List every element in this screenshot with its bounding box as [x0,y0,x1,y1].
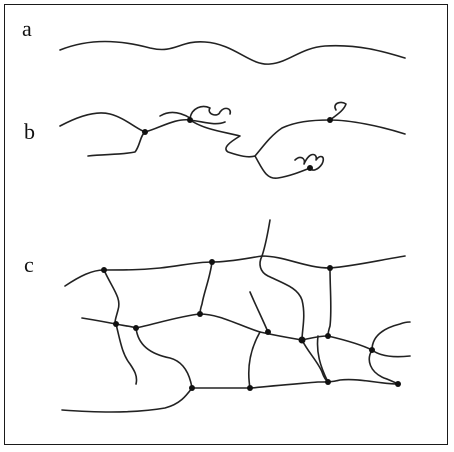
crosslink-node [247,385,253,391]
branched-chain-1 [60,113,225,132]
crosslink-node [395,381,401,387]
crosslink-node [189,385,195,391]
network-chain-v9 [328,268,331,336]
panel-a-chains [60,42,405,65]
linear-chain [60,42,405,65]
network-chain-v4 [200,262,212,314]
network-chain-v8 [249,332,260,388]
branched-chain-4 [190,120,310,178]
crosslink-node [299,337,306,344]
panel-b-chains [60,102,405,178]
crosslink-node [325,379,331,385]
crosslink-node [327,117,333,123]
crosslink-node [197,311,203,317]
crosslink-node [327,265,333,271]
crosslink-node [187,117,193,123]
crosslink-node [113,321,119,327]
network-chain-v1 [104,270,119,324]
branched-chain-6 [330,102,346,120]
network-chain-v5 [262,220,270,256]
panel-c-network [62,220,410,412]
network-chain-middle [82,314,410,357]
network-chain-v2 [116,324,137,384]
crosslink-node [325,333,331,339]
network-chain-bottom [62,380,398,412]
crosslink-node [265,329,271,335]
network-chain-v10 [302,340,328,382]
network-chain-top [65,256,405,286]
crosslink-node [101,267,107,273]
crosslink-node [142,129,148,135]
network-chain-v7 [250,292,268,332]
crosslink-node [369,347,375,353]
network-chain-v3 [136,328,192,388]
branched-chain-3 [160,106,230,118]
branched-chain-2 [88,132,145,156]
crosslink-node [209,259,215,265]
crosslink-node [133,325,139,331]
branched-chain-5 [255,120,405,156]
network-chain-v11 [372,322,410,350]
crosslink-node [307,165,313,171]
